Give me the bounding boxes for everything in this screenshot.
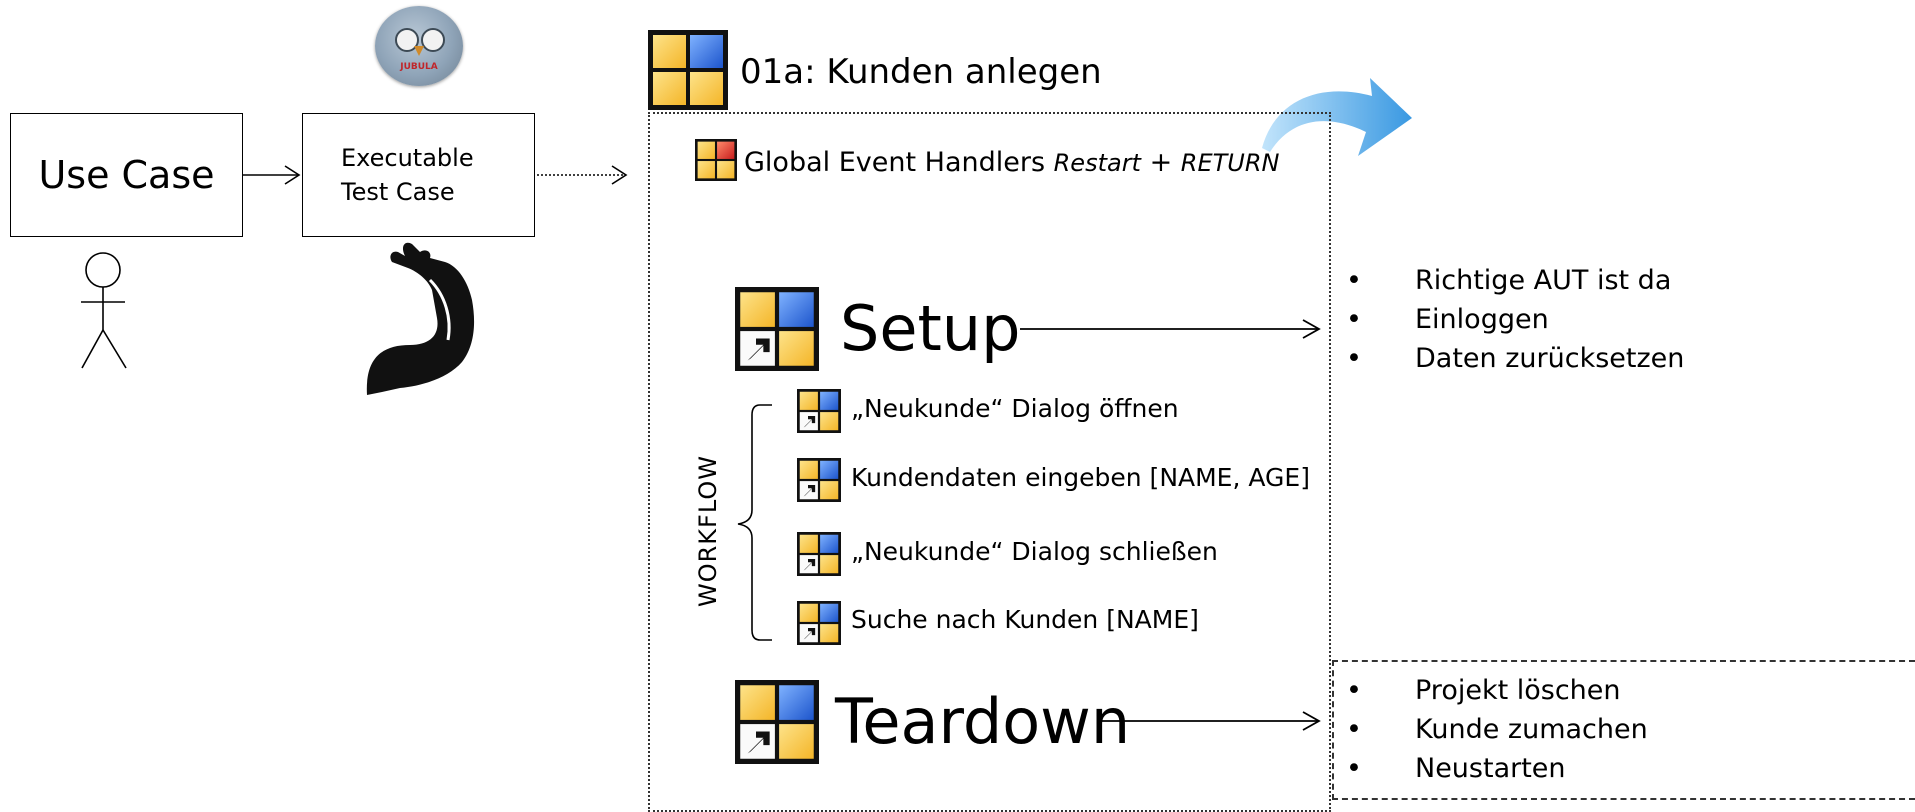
actor-stick-figure bbox=[81, 252, 127, 369]
executable-test-case-box: Executable Test Case bbox=[302, 113, 535, 237]
flexed-arm-icon bbox=[366, 242, 475, 395]
return-label: RETURN bbox=[1180, 149, 1280, 177]
setup-bullet: Daten zurücksetzen bbox=[1338, 339, 1684, 378]
teardown-arrow bbox=[1100, 711, 1321, 731]
executable-line1: Executable bbox=[341, 144, 474, 172]
setup-bullet: Richtige AUT ist da bbox=[1338, 261, 1684, 300]
teardown-label: Teardown bbox=[835, 685, 1131, 758]
setup-bullet: Einloggen bbox=[1338, 300, 1684, 339]
testcase-icon bbox=[648, 30, 728, 110]
test-case-title: 01a: Kunden anlegen bbox=[740, 52, 1102, 92]
executable-line2: Test Case bbox=[341, 178, 455, 206]
logo-text: JUBULA bbox=[400, 62, 438, 72]
restart-return-arrow bbox=[1262, 78, 1412, 156]
setup-bullets: Richtige AUT ist da Einloggen Daten zurü… bbox=[1338, 261, 1684, 378]
setup-label: Setup bbox=[840, 292, 1021, 365]
plus-label: + bbox=[1149, 147, 1173, 178]
restart-label: Restart bbox=[1053, 149, 1141, 177]
testcase-to-spec-arrow bbox=[537, 165, 628, 185]
workflow-step-4: Suche nach Kunden [NAME] bbox=[851, 605, 1199, 634]
teardown-bullet: Neustarten bbox=[1338, 749, 1648, 788]
workflow-step-1: „Neukunde“ Dialog öffnen bbox=[851, 394, 1179, 423]
teardown-bullets: Projekt löschen Kunde zumachen Neustarte… bbox=[1338, 671, 1648, 788]
global-event-handlers: Global Event Handlers Restart + RETURN bbox=[744, 147, 1279, 178]
global-handlers-label: Global Event Handlers bbox=[744, 147, 1046, 178]
workflow-step-2: Kundendaten eingeben [NAME, AGE] bbox=[851, 463, 1310, 492]
jubula-logo: JUBULA bbox=[375, 6, 463, 86]
use-case-label: Use Case bbox=[38, 153, 215, 197]
use-case-box: Use Case bbox=[10, 113, 243, 237]
teardown-bullet: Kunde zumachen bbox=[1338, 710, 1648, 749]
workflow-label: WORKFLOW bbox=[694, 455, 722, 607]
workflow-step-3: „Neukunde“ Dialog schließen bbox=[851, 537, 1218, 566]
usecase-to-testcase-arrow bbox=[243, 165, 301, 185]
teardown-bullet: Projekt löschen bbox=[1338, 671, 1648, 710]
workflow-brace bbox=[737, 404, 772, 641]
setup-arrow bbox=[1020, 319, 1321, 339]
